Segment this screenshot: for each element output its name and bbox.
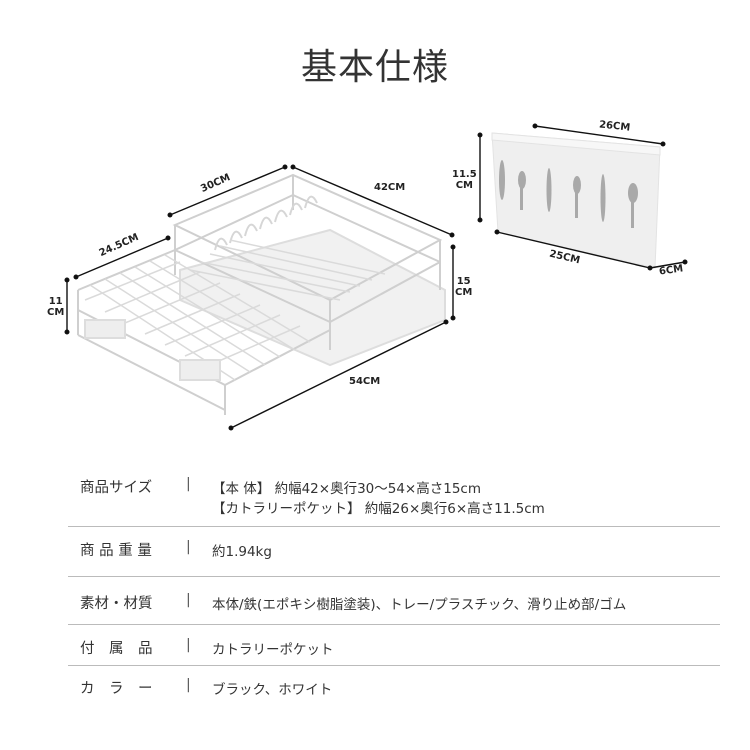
divider (68, 576, 720, 577)
spec-value: ブラック、ホワイト (212, 682, 333, 698)
cutlery-pocket-image (491, 132, 661, 269)
spec-value: カトラリーポケット (212, 642, 334, 658)
dim-num: 11 (48, 296, 63, 307)
separator: | (186, 637, 191, 653)
dimension-lines (64, 123, 688, 431)
spec-value: 約1.94kg (212, 544, 272, 560)
separator: | (186, 476, 191, 492)
divider (68, 665, 720, 666)
product-illustration (64, 123, 688, 431)
dim-unit: CM (455, 180, 473, 191)
dim-rack-extended: 54CM (349, 376, 381, 387)
dim-pocket-height: 11.5 CM (452, 169, 477, 191)
dim-unit: CM (47, 307, 65, 318)
dim-rack-low-height: 11 CM (47, 296, 64, 318)
dim-unit: CM (455, 287, 473, 298)
dish-rack-image (77, 173, 446, 415)
dim-num: 11.5 (452, 169, 477, 180)
divider (68, 624, 720, 625)
spec-label: 付 属 品 (80, 641, 153, 657)
page-title: 基本仕様 (300, 47, 449, 88)
divider (68, 526, 720, 527)
separator: | (186, 539, 191, 555)
spec-value: 【本 体】 約幅42×奥行30〜54×高さ15cm (212, 481, 481, 497)
spec-value: 【カトラリーポケット】 約幅26×奥行6×高さ11.5cm (212, 501, 545, 517)
spec-label: 商 品 重 量 (80, 543, 152, 559)
spec-label: カ ラ ー (80, 681, 153, 697)
separator: | (186, 592, 191, 608)
dim-rack-width: 42CM (374, 182, 406, 193)
spec-label: 商品サイズ (80, 480, 153, 496)
separator: | (186, 677, 191, 693)
dim-rack-height: 15 CM (455, 276, 472, 298)
spec-value: 本体/鉄(エポキシ樹脂塗装)、トレー/プラスチック、滑り止め部/ゴム (212, 597, 627, 613)
spec-label: 素材・材質 (80, 596, 153, 612)
dim-num: 15 (456, 276, 471, 287)
